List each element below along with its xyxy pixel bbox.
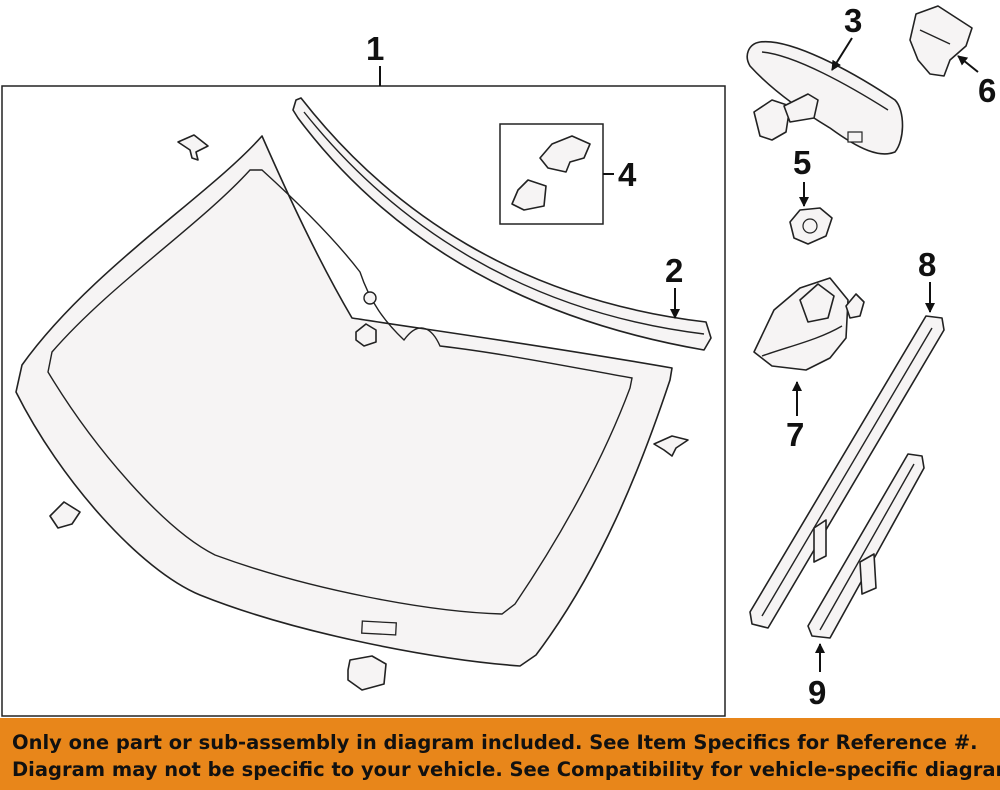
- windshield-glass: [15, 135, 673, 667]
- clip-bottom: [347, 655, 387, 691]
- mirror-cover: [909, 5, 973, 77]
- leader-6: [957, 55, 979, 73]
- callout-8: 8: [918, 246, 936, 283]
- callout-5: 5: [793, 144, 811, 181]
- callout-3: 3: [844, 2, 862, 39]
- disclaimer-line-1: Only one part or sub-assembly in diagram…: [12, 731, 978, 754]
- clip-center: [355, 323, 377, 347]
- sensor-bracket: [539, 135, 591, 173]
- clip-right: [653, 435, 689, 457]
- sensor-window-icon: [363, 291, 377, 305]
- disclaimer-line-2: Diagram may not be specific to your vehi…: [12, 758, 1000, 781]
- mirror-mount-bracket: [753, 277, 865, 371]
- callout-1: 1: [366, 30, 384, 67]
- clip-left: [49, 501, 81, 529]
- vin-label-icon: [361, 620, 397, 636]
- pillar-moulding-front: [749, 315, 945, 629]
- bracket-kit-box: [499, 123, 604, 225]
- disclaimer-banner: Only one part or sub-assembly in diagram…: [0, 718, 1000, 790]
- callout-7: 7: [786, 416, 804, 453]
- callout-4: 4: [618, 156, 637, 193]
- rearview-mirror: [746, 40, 904, 155]
- pillar-moulding-rear: [807, 453, 925, 639]
- leader-3: [831, 37, 853, 71]
- callout-6: 6: [978, 72, 996, 109]
- bracket-pad: [511, 179, 547, 211]
- callout-9: 9: [808, 674, 826, 711]
- assembly-frame: [1, 85, 726, 717]
- windshield-moulding: [292, 97, 712, 351]
- clip-top-left: [177, 134, 209, 161]
- callout-2: 2: [665, 252, 683, 289]
- parts-diagram: 1 2 4 3 6 5: [1, 2, 996, 717]
